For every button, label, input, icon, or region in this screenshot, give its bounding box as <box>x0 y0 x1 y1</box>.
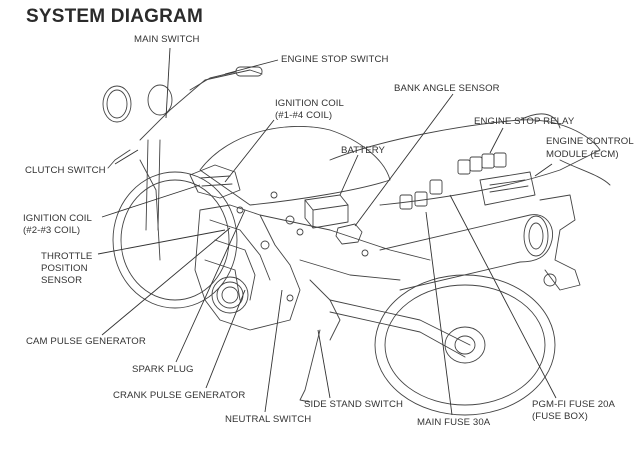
front-fork <box>145 139 161 231</box>
side-stand <box>299 329 321 403</box>
label-crank-pulse-generator: CRANK PULSE GENERATOR <box>113 390 246 401</box>
engine <box>194 204 301 331</box>
leader-ignition-coil-1-4 <box>224 119 275 183</box>
leader-engine-stop-relay <box>489 127 504 154</box>
label-tps-line3: SENSOR <box>41 275 83 286</box>
leader-crank-pulse <box>205 289 246 389</box>
label-cam-pulse-generator: CAM PULSE GENERATOR <box>26 336 146 347</box>
label-ignition-coil-1-4-line1: IGNITION COIL <box>275 98 344 109</box>
seat <box>329 119 601 206</box>
leader-clutch-switch <box>114 149 139 165</box>
muffler <box>379 214 553 291</box>
label-ignition-coil-1-4-line2: (#1-#4 COIL) <box>275 110 333 121</box>
leader-battery <box>339 154 359 196</box>
frame <box>259 214 431 281</box>
leader-main-fuse <box>425 211 453 416</box>
label-ignition-coil-2-3-line1: IGNITION COIL <box>23 213 92 224</box>
fuel-tank <box>199 125 391 206</box>
leader-ecm <box>534 163 553 177</box>
leader-side-stand-switch <box>317 329 331 399</box>
label-engine-stop-switch: ENGINE STOP SWITCH <box>281 54 389 65</box>
leader-neutral-switch <box>264 289 283 413</box>
label-tps-line1: THROTTLE <box>41 251 93 262</box>
label-main-fuse: MAIN FUSE 30A <box>417 417 491 428</box>
label-neutral-switch: NEUTRAL SWITCH <box>225 414 312 425</box>
swingarm <box>329 299 471 358</box>
leader-lines <box>97 47 557 416</box>
label-pgm-fi-fuse-line1: PGM-FI FUSE 20A <box>532 399 616 410</box>
leader-bank-angle-sensor <box>354 93 454 227</box>
leader-spark-plug <box>175 209 246 363</box>
right-mirror <box>147 84 173 116</box>
leader-cam-pulse <box>101 227 231 336</box>
front-wheel <box>112 171 238 309</box>
diagram-title: SYSTEM DIAGRAM <box>26 6 203 27</box>
label-tps-line2: POSITION <box>41 263 88 274</box>
label-ecm-line2: MODULE (ECM) <box>546 149 619 160</box>
label-engine-stop-relay: ENGINE STOP RELAY <box>474 116 575 127</box>
crank-cover <box>211 276 249 314</box>
handlebar <box>139 69 263 141</box>
relay-shapes <box>399 152 507 210</box>
label-main-switch: MAIN SWITCH <box>134 34 200 45</box>
label-side-stand-switch: SIDE STAND SWITCH <box>304 399 404 410</box>
label-bank-angle-sensor: BANK ANGLE SENSOR <box>394 83 500 94</box>
rear-wheel <box>374 274 556 416</box>
label-ignition-coil-2-3-line2: (#2-#3 COIL) <box>23 225 81 236</box>
label-clutch-switch: CLUTCH SWITCH <box>25 165 106 176</box>
leader-pgm-fi-fuse <box>449 194 557 399</box>
leader-main-switch <box>165 47 171 119</box>
leader-ignition-coil-2-3 <box>101 184 201 218</box>
bank-angle-sensor-shape <box>335 223 363 245</box>
leader-engine-stop-switch <box>224 59 279 75</box>
leader-tps <box>97 229 226 255</box>
left-mirror <box>102 85 132 123</box>
ecm-shape <box>479 171 536 206</box>
label-pgm-fi-fuse-line2: (FUSE BOX) <box>532 411 588 422</box>
battery-shape <box>304 194 349 229</box>
label-battery: BATTERY <box>341 145 386 156</box>
label-ecm-line1: ENGINE CONTROL <box>546 136 634 147</box>
label-spark-plug: SPARK PLUG <box>132 364 194 375</box>
